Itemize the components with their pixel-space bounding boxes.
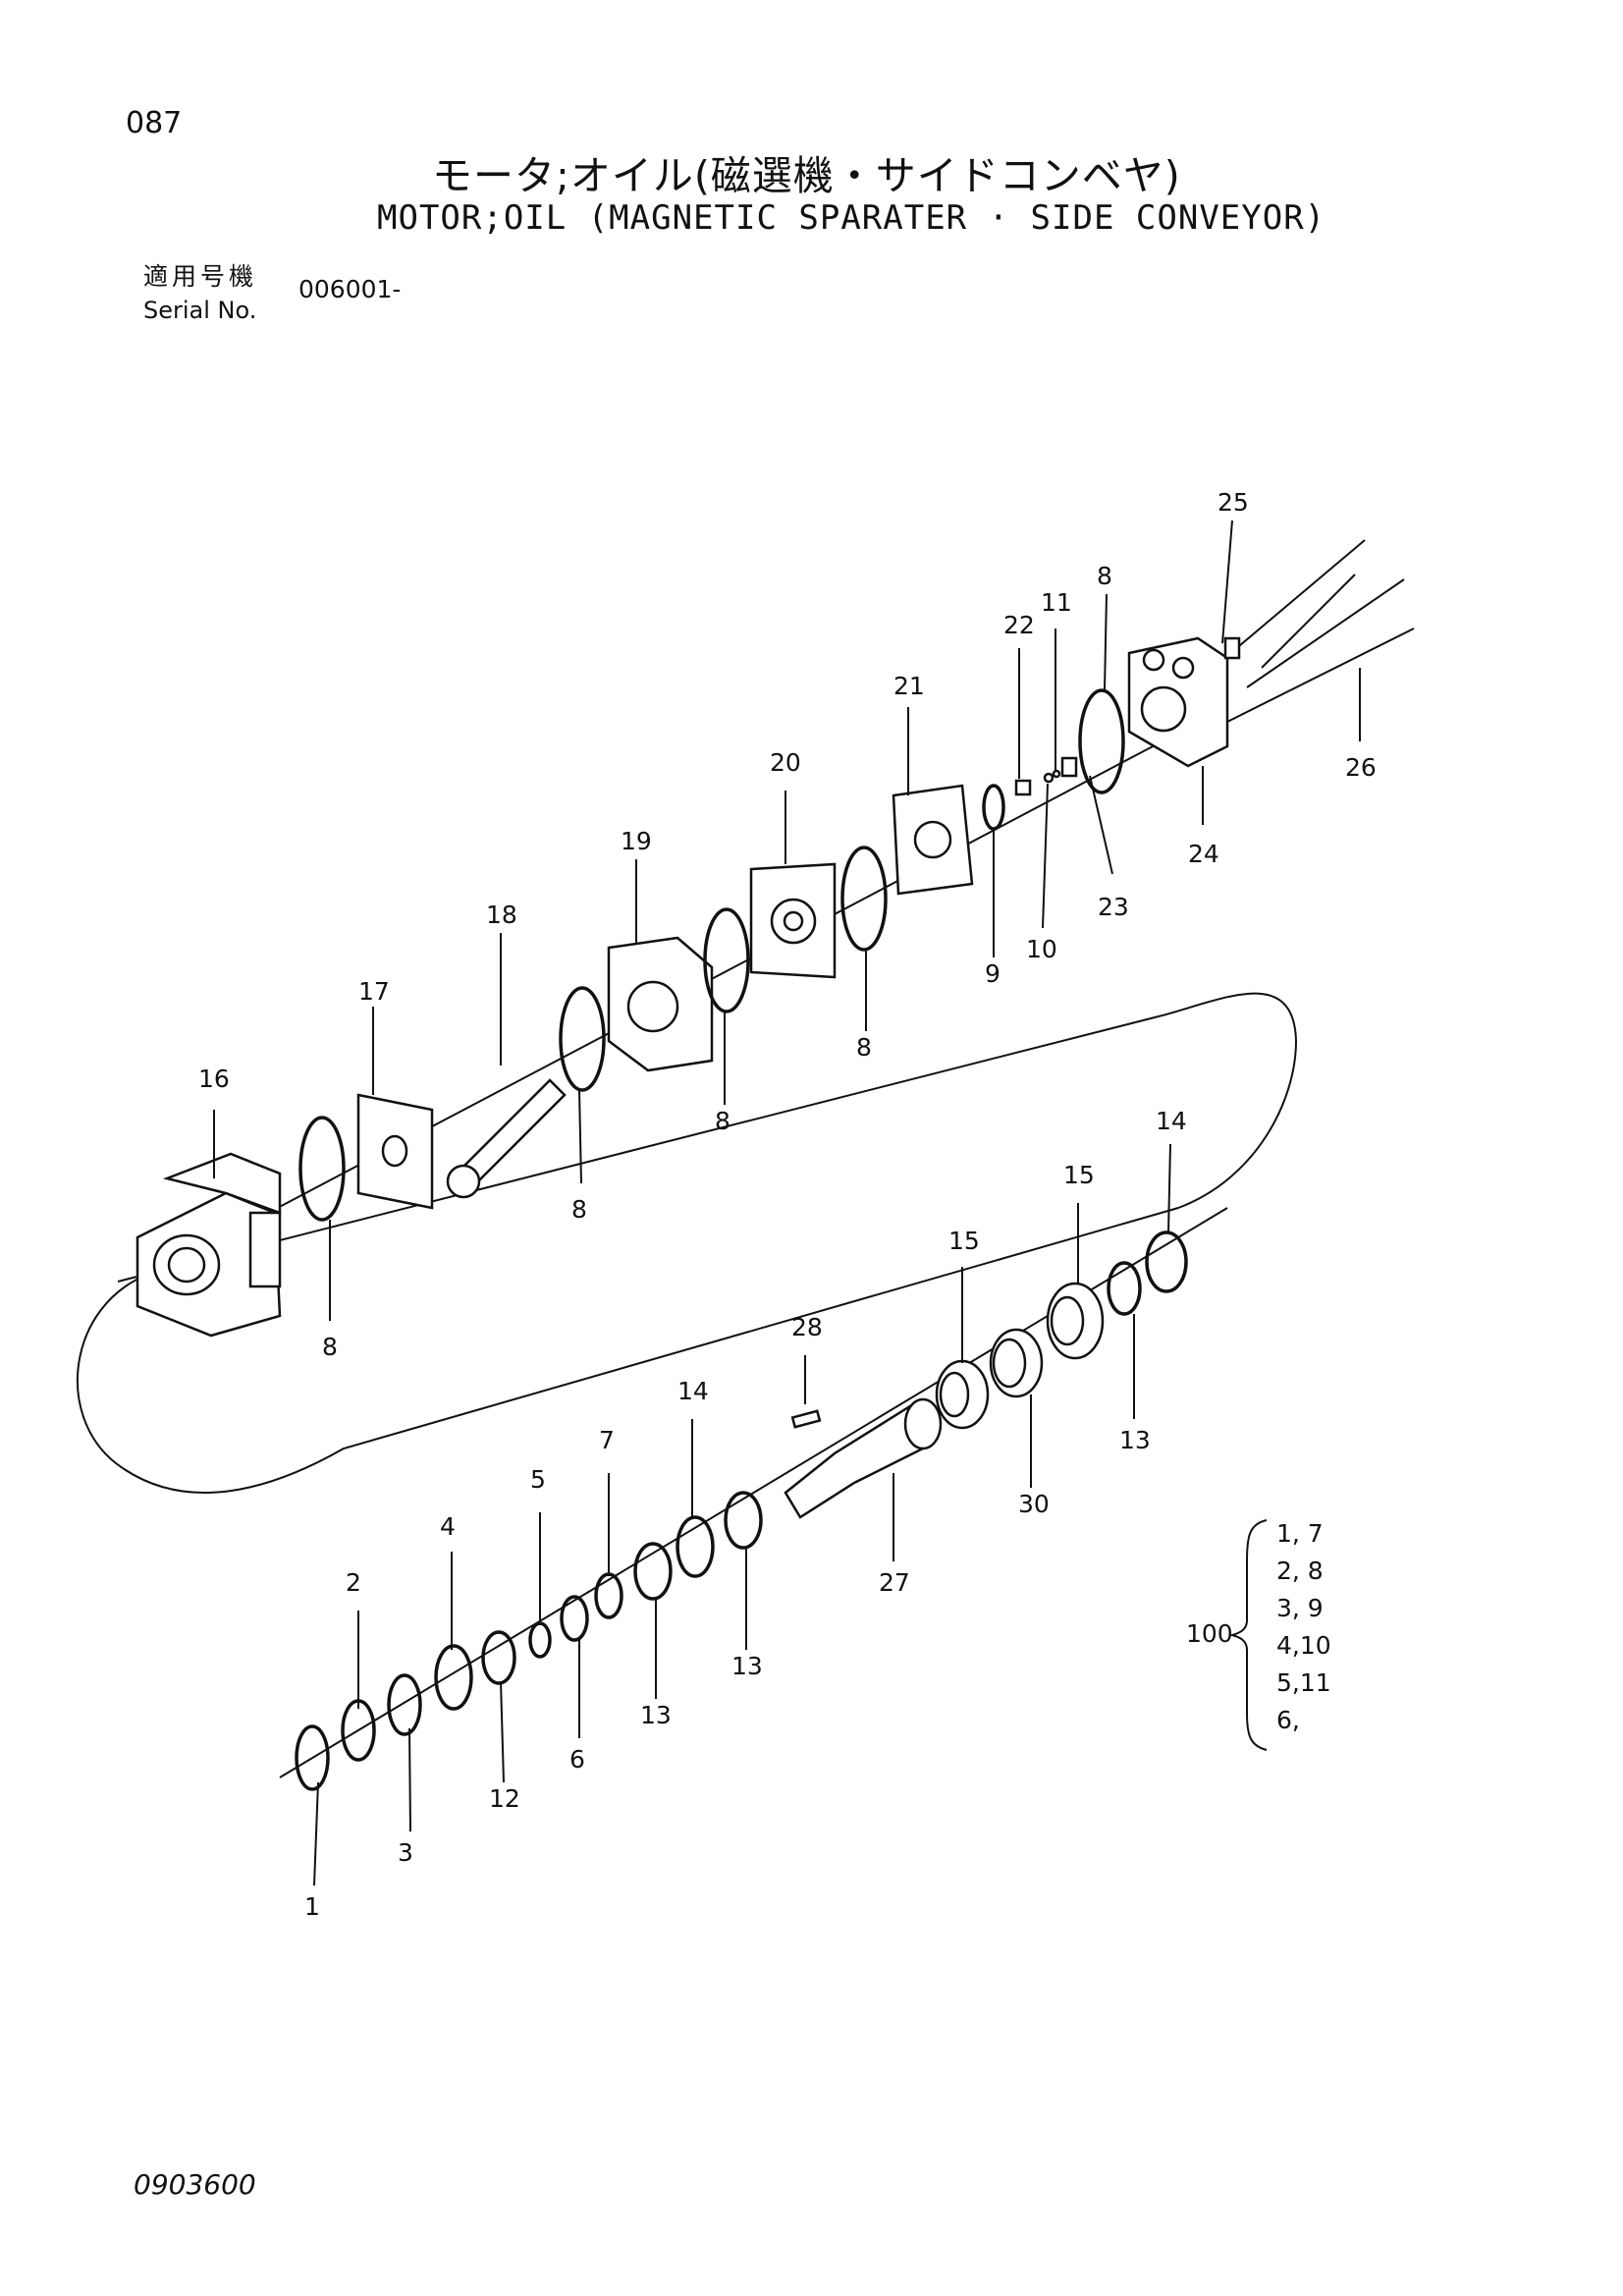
callout-30: 30 (1018, 1490, 1050, 1518)
callout-14-a: 14 (677, 1377, 709, 1405)
part-16-housing[interactable] (135, 1152, 282, 1338)
callout-28: 28 (791, 1313, 823, 1341)
part-8-o-ring-b[interactable] (559, 986, 606, 1092)
callout-8-a: 8 (322, 1333, 338, 1361)
callout-19: 19 (621, 827, 652, 855)
part-27-output-shaft[interactable] (784, 1397, 943, 1519)
part-24-end-cover[interactable] (1127, 636, 1229, 768)
part-30-race[interactable] (989, 1328, 1044, 1398)
part-14-thrust-bearing-a[interactable] (676, 1515, 715, 1578)
callout-4: 4 (440, 1512, 456, 1541)
callout-27: 27 (879, 1568, 910, 1597)
callout-1: 1 (304, 1892, 320, 1921)
callout-8-d: 8 (856, 1033, 872, 1062)
callout-13-a: 13 (640, 1701, 672, 1729)
callout-13-c: 13 (1119, 1426, 1151, 1454)
callout-16: 16 (198, 1065, 230, 1093)
part-23-spring[interactable] (1060, 756, 1078, 778)
callout-11: 11 (1041, 588, 1072, 617)
callout-8-c: 8 (715, 1107, 730, 1135)
part-3-ring[interactable] (387, 1673, 422, 1736)
assembly-grouping-loop (76, 992, 1298, 1494)
callout-24: 24 (1188, 840, 1219, 868)
kit-item-2: 2, 8 (1276, 1557, 1324, 1585)
callout-10: 10 (1026, 935, 1057, 963)
part-13-washer-a[interactable] (633, 1542, 673, 1601)
part-18-shaft[interactable] (446, 1078, 567, 1199)
callout-23: 23 (1098, 893, 1129, 921)
callout-8-e: 8 (1097, 562, 1112, 590)
callout-8-b: 8 (571, 1195, 587, 1224)
part-10-ball[interactable] (1043, 772, 1055, 784)
kit-item-4: 4,10 (1276, 1631, 1331, 1660)
part-15-needle-bearing-a[interactable] (935, 1359, 990, 1430)
callout-leaders (213, 519, 1361, 1886)
part-8-o-ring-a[interactable] (298, 1116, 346, 1222)
kit-item-1: 1, 7 (1276, 1519, 1324, 1548)
part-11-ball[interactable] (1052, 769, 1061, 779)
part-14-thrust-bearing-b[interactable] (1145, 1230, 1188, 1293)
callout-13-b: 13 (731, 1652, 763, 1680)
kit-item-6: 6, (1276, 1706, 1300, 1734)
part-26-bolts[interactable] (1226, 539, 1415, 723)
part-22-plug[interactable] (1014, 779, 1032, 796)
callout-2: 2 (346, 1568, 361, 1597)
callout-6: 6 (569, 1745, 585, 1774)
part-20-plate[interactable] (749, 862, 837, 979)
part-5-ring[interactable] (528, 1621, 552, 1659)
part-19-gear-housing[interactable] (607, 936, 714, 1072)
page-title-japanese: モータ;オイル(磁選機・サイドコンベヤ) (432, 152, 1181, 199)
callout-17: 17 (358, 977, 390, 1006)
kit-item-5: 5,11 (1276, 1668, 1331, 1697)
callout-9: 9 (985, 959, 1001, 988)
part-8-o-ring-d[interactable] (840, 846, 888, 952)
kit-item-3: 3, 9 (1276, 1594, 1324, 1622)
serial-number-value: 006001- (298, 275, 402, 303)
callout-14-b: 14 (1156, 1107, 1187, 1135)
callout-21: 21 (893, 672, 925, 700)
callout-25: 25 (1217, 488, 1249, 517)
page-title-english: MOTOR;OIL (MAGNETIC SPARATER · SIDE CONV… (377, 198, 1326, 238)
part-12-bushing[interactable] (481, 1630, 516, 1685)
part-8-o-ring-e[interactable] (1078, 688, 1125, 794)
part-25-pin[interactable] (1223, 636, 1241, 660)
kit-number: 100 (1186, 1619, 1233, 1648)
callout-12: 12 (489, 1784, 520, 1813)
callout-26: 26 (1345, 753, 1377, 782)
serial-label-japanese: 適用号機 (143, 262, 258, 291)
part-9-ring[interactable] (982, 784, 1005, 831)
callout-22: 22 (1003, 611, 1035, 639)
callout-3: 3 (398, 1838, 413, 1867)
part-13-washer-c[interactable] (1107, 1261, 1142, 1316)
part-13-washer-b[interactable] (724, 1491, 763, 1550)
part-17-plate[interactable] (356, 1093, 434, 1210)
document-number: 0903600 (134, 2168, 256, 2201)
part-21-end-plate[interactable] (892, 784, 974, 896)
part-15-needle-bearing-b[interactable] (1046, 1282, 1105, 1360)
serial-label-english: Serial No. (143, 297, 257, 324)
part-8-o-ring-c[interactable] (703, 907, 750, 1013)
callout-15-b: 15 (1063, 1161, 1095, 1189)
part-6-ring[interactable] (560, 1595, 589, 1642)
callout-15-a: 15 (948, 1227, 980, 1255)
part-1-seal[interactable] (295, 1724, 330, 1791)
callout-18: 18 (486, 901, 517, 929)
callout-7: 7 (599, 1426, 615, 1454)
part-28-key[interactable] (790, 1409, 822, 1429)
callout-5: 5 (530, 1465, 546, 1494)
kit-bracket (1228, 1519, 1268, 1751)
page-number: 087 (126, 106, 183, 140)
callout-20: 20 (770, 748, 801, 777)
part-4-ring[interactable] (434, 1644, 473, 1711)
